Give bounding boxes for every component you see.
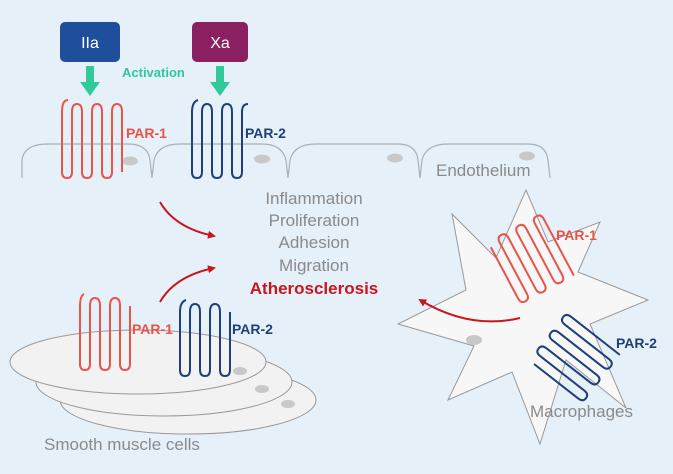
effect-arrow-endothelium [159,201,216,239]
activation-arrow-iia [80,66,100,96]
effect-adhesion: Adhesion [279,233,350,252]
par1-receptor-macrophage [489,214,575,304]
factor-iia-box [60,22,120,62]
par1-receptor-endothelium [61,99,123,180]
smooth-muscle-cells [9,329,317,435]
smooth-muscle-cell [9,329,267,395]
endothelial-cell [21,143,153,179]
factor-xa-box [192,22,248,62]
nucleus [387,153,403,163]
endothelial-cell [287,143,421,179]
activation-arrow-xa [210,66,230,96]
nucleus [519,151,535,161]
effect-proliferation: Proliferation [269,211,360,230]
outcome-atherosclerosis: Atherosclerosis [250,279,379,298]
par2-receptor-smooth-muscle [179,299,231,378]
macrophages-label: Macrophages [530,402,633,421]
effect-migration: Migration [279,256,349,275]
effect-arrow-smooth-muscle [159,265,216,303]
par2-receptor-macrophage [533,313,621,402]
factor-xa-label: Xa [210,35,230,52]
macrophage-cell [396,188,650,446]
par1-label-smooth-muscle: PAR-1 [132,321,173,337]
nucleus [255,385,269,393]
par2-receptor-endothelium [191,99,249,180]
par2-label-macrophage: PAR-2 [616,335,657,351]
nucleus [122,156,138,166]
nucleus [281,400,295,408]
nucleus [466,335,482,345]
smooth-muscle-label: Smooth muscle cells [44,435,200,454]
effect-arrow-macrophage [418,298,521,323]
nucleus [254,154,270,164]
par1-label-macrophage: PAR-1 [556,227,597,243]
endothelium-layer [21,143,551,179]
par2-label-smooth-muscle: PAR-2 [232,321,273,337]
nucleus [233,367,247,375]
par1-label-endothelium: PAR-1 [126,125,167,141]
effect-inflammation: Inflammation [265,189,362,208]
activation-label: Activation [122,65,185,80]
par1-receptor-smooth-muscle [79,293,131,372]
endothelial-cell [419,143,551,179]
par2-label-endothelium: PAR-2 [245,125,286,141]
endothelium-label: Endothelium [436,161,531,180]
factor-iia-label: IIa [81,35,99,52]
